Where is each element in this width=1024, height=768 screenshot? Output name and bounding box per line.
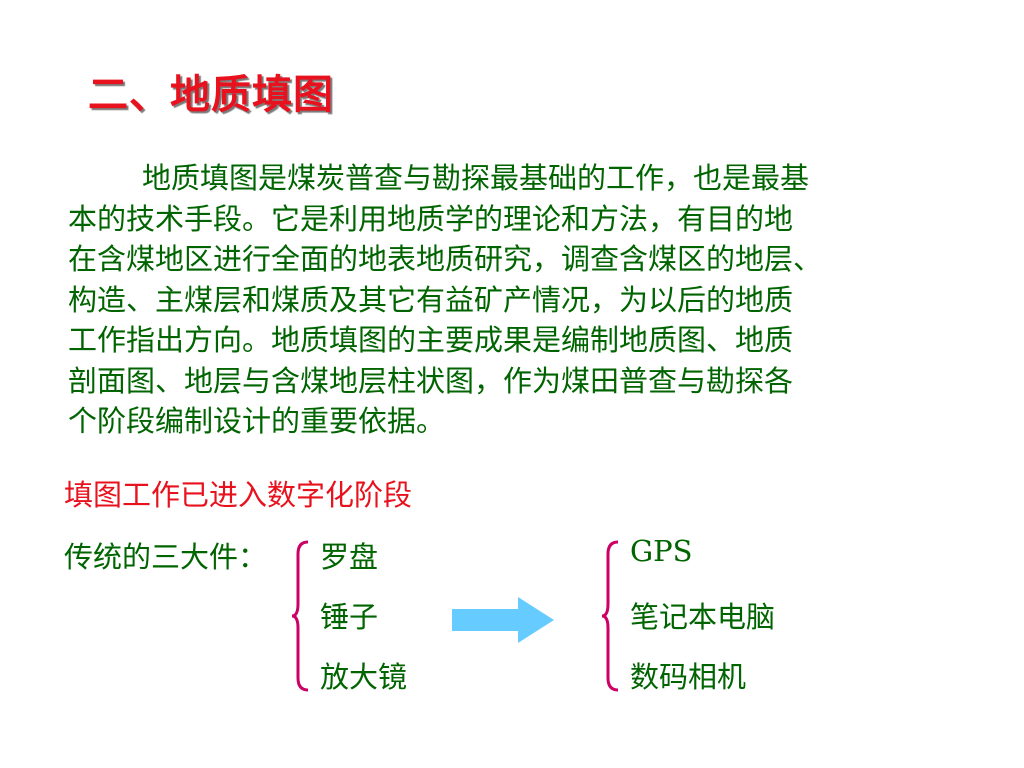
left-brace-icon: [291, 540, 309, 692]
tool-compass: 罗盘: [320, 540, 379, 574]
modern-gps: GPS: [630, 534, 693, 568]
paragraph-line: 工作指出方向。地质填图的主要成果是编制地质图、地质: [68, 323, 794, 357]
paragraph-line: 剖面图、地层与含煤地层柱状图，作为煤田普查与勘探各: [68, 363, 794, 398]
tool-hammer: 锤子: [320, 600, 379, 634]
paragraph-line: 个阶段编制设计的重要依据。: [68, 404, 446, 438]
traditional-tools-label: 传统的三大件：: [64, 540, 268, 574]
digital-stage-note: 填图工作已进入数字化阶段: [64, 478, 413, 512]
paragraph-line: 地质填图是煤炭普查与勘探最基础的工作，也是最基: [142, 161, 810, 195]
modern-camera: 数码相机: [630, 660, 747, 694]
tool-magnifier: 放大镜: [320, 660, 408, 694]
paragraph-line: 构造、主煤层和煤质及其它有益矿产情况，为以后的地质: [68, 282, 794, 317]
body-paragraph: 地质填图是煤炭普查与勘探最基础的工作，也是最基 本的技术手段。它是利用地质学的理…: [68, 158, 948, 442]
modern-laptop: 笔记本电脑: [630, 600, 776, 634]
paragraph-line: 在含煤地区进行全面的地表地质研究，调查含煤区的地层、: [68, 242, 823, 276]
right-brace-icon: [601, 540, 619, 692]
right-arrow-icon: [452, 597, 554, 643]
paragraph-line: 本的技术手段。它是利用地质学的理论和方法，有目的地: [68, 201, 794, 236]
slide-title: 二、地质填图: [88, 71, 334, 118]
